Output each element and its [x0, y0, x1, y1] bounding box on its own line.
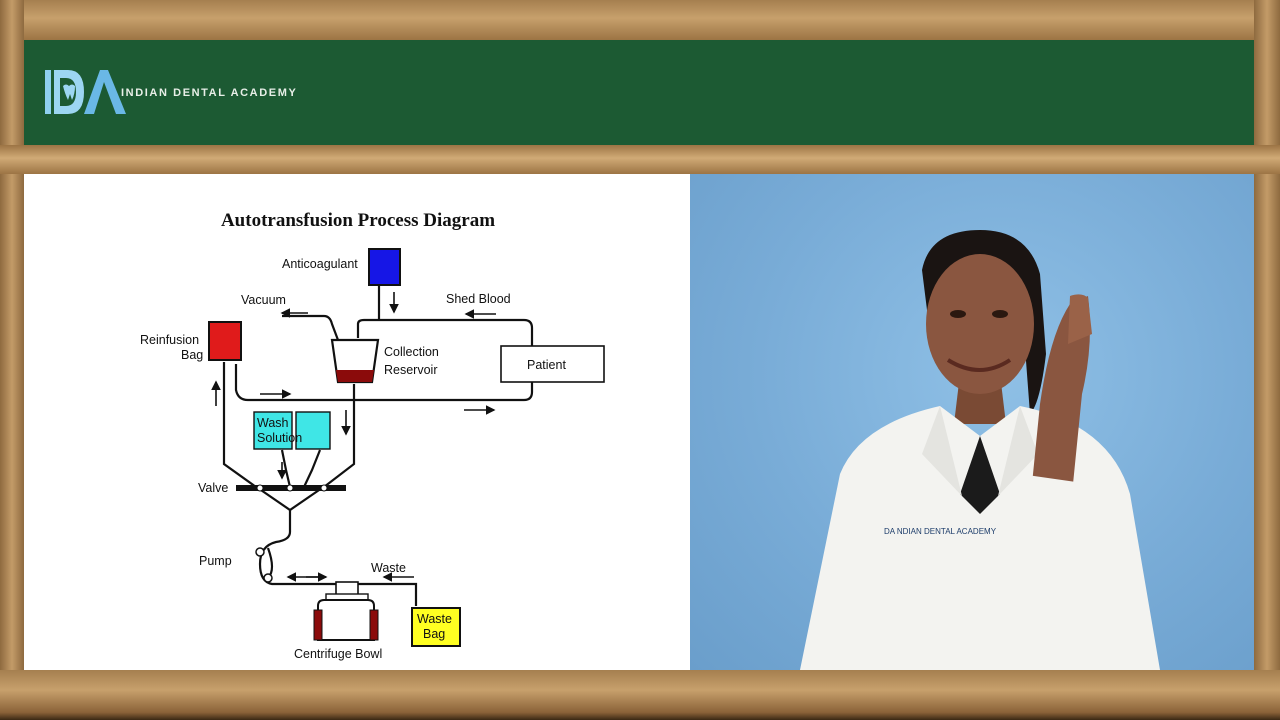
wash-bag-right [295, 411, 331, 450]
pump-roller [263, 573, 273, 583]
centrifuge-label: Centrifuge Bowl [294, 647, 382, 661]
patient-label: Patient [527, 358, 566, 372]
autotransfusion-diagram: Autotransfusion Process Diagram [140, 210, 605, 661]
valve-point [286, 484, 294, 492]
reservoir-blood [336, 370, 374, 382]
bowl-blood-right [369, 609, 379, 641]
waste-bag [411, 607, 461, 647]
vacuum-label: Vacuum [241, 293, 286, 307]
bowl-blood-left [313, 609, 323, 641]
anticoagulant-label: Anticoagulant [282, 257, 358, 271]
reinfusion-bag [208, 321, 242, 361]
diagram-slide: Autotransfusion Process Diagram [24, 174, 690, 670]
wash-label-2: Solution [257, 431, 302, 445]
frame-right [1254, 0, 1280, 720]
valve-point [320, 484, 328, 492]
collection-label-1: Collection [384, 345, 439, 359]
presenter-figure: DA NDIAN DENTAL ACADEMY [800, 230, 1160, 670]
centrifuge-bowl [317, 599, 375, 641]
waste-bag-label-2: Bag [423, 627, 445, 641]
patient-box [500, 345, 605, 383]
reinfusion-label-1: Reinfusion [140, 333, 199, 347]
frame-left [0, 0, 24, 720]
diagram-title: Autotransfusion Process Diagram [221, 210, 495, 231]
coat-badge: DA NDIAN DENTAL ACADEMY [884, 527, 997, 536]
header-banner [24, 40, 1254, 145]
wash-bag-left [253, 411, 293, 450]
wash-label-1: Wash [257, 416, 289, 430]
reinfusion-label-2: Bag [181, 348, 203, 362]
pump-roller [255, 547, 265, 557]
anticoagulant-bag [368, 248, 401, 286]
frame-bottom [0, 670, 1280, 720]
brand-name: INDIAN DENTAL ACADEMY [121, 87, 298, 99]
shed-blood-label: Shed Blood [446, 292, 511, 306]
waste-bag-label-1: Waste [417, 612, 452, 626]
frame-divider [0, 145, 1280, 174]
waste-label: Waste [371, 561, 406, 575]
frame-top [0, 0, 1280, 40]
valve-label: Valve [198, 481, 228, 495]
collection-label-2: Reservoir [384, 363, 438, 377]
flow-arrows [211, 292, 496, 582]
ida-logo-icon [45, 70, 126, 114]
presenter-video: DA NDIAN DENTAL ACADEMY [690, 174, 1254, 670]
pump-label: Pump [199, 554, 232, 568]
valve-point [256, 484, 264, 492]
